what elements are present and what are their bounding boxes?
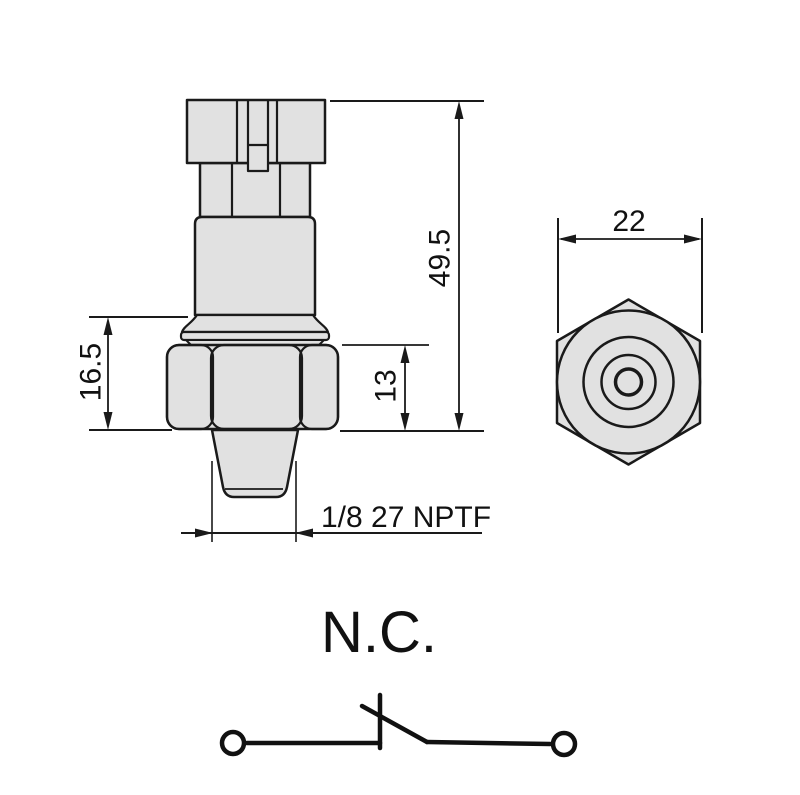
port-hole-circle [613,367,644,397]
terminal-left-icon [219,729,247,757]
flange-skirt [180,313,330,334]
connector-housing-lines [235,100,279,163]
drawing-labels: 49.5 16.5 13 1/8 27 NPTF 22 N.C. [75,205,646,665]
dim-text-overall-height: 49.5 [424,229,457,287]
side-view-dimensions [89,100,484,542]
terminal-right-icon [550,730,578,758]
hex-facet-center [209,343,304,431]
arrowheads-13 [400,345,410,431]
hex-facet-left [165,343,215,431]
hex-facet-right [298,343,340,431]
arrowheads-22 [558,234,702,244]
dim-text-hex-height: 13 [370,369,403,402]
dim-text-across-flats: 22 [612,205,645,238]
side-view-drawing [165,98,340,499]
washer [179,330,331,342]
connector-neck-lines [230,163,282,217]
body-circle-inner [600,353,657,411]
thread-spec-text: 1/8 27 NPTF [321,501,491,534]
end-view-dimensions [557,218,703,333]
thread-port [210,428,300,499]
wire-right [424,739,553,747]
end-view-drawing [555,298,702,466]
body-circle-middle [582,335,675,429]
dim-text-flange: 16.5 [75,343,108,401]
switch-body [193,215,317,317]
connector-latch-tab [246,143,270,173]
contact-blade [359,703,430,745]
nc-switch-symbol [219,692,578,758]
contact-type-label: N.C. [321,600,437,665]
hex-nut-side [165,343,340,431]
